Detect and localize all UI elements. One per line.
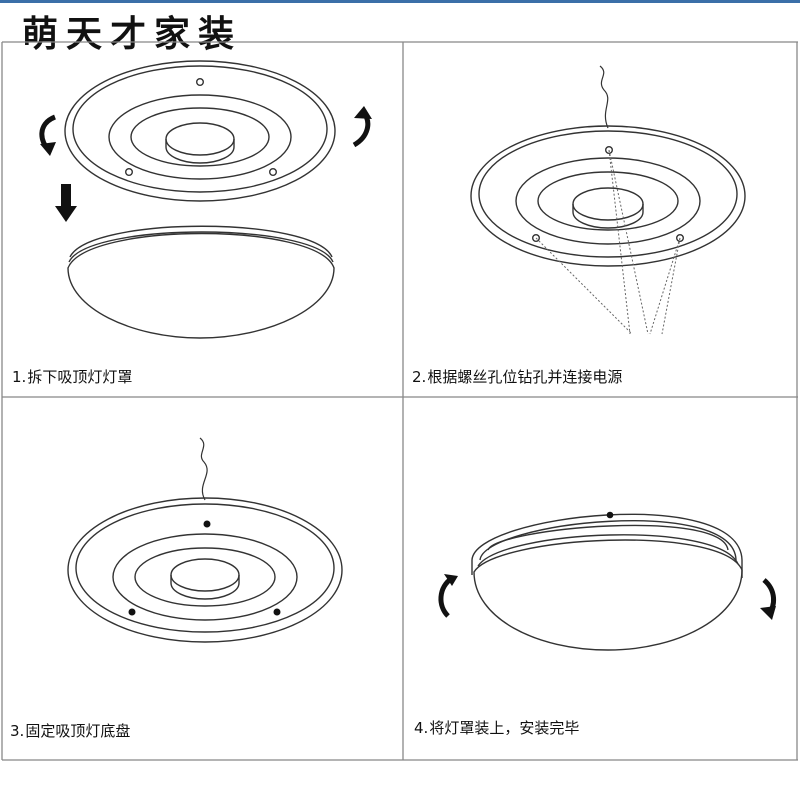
step-3-text: 固定吸顶灯底盘 xyxy=(25,722,131,740)
step-4-caption: 4.将灯罩装上，安装完毕 xyxy=(414,718,579,738)
step-2-number: 2. xyxy=(412,368,427,386)
step-2-panel: 2.根据螺丝孔位钻孔并连接电源 xyxy=(400,0,800,400)
step-4-illustration xyxy=(438,511,776,651)
step-1-caption: 1.拆下吸顶灯灯罩 xyxy=(12,367,132,387)
brand-title: 萌天才家装 xyxy=(22,13,243,55)
step-3-illustration xyxy=(67,437,343,643)
rotate-clockwise-arrow-icon xyxy=(760,578,776,620)
step-3-panel: 3.固定吸顶灯底盘 xyxy=(0,400,400,760)
step-2-illustration xyxy=(470,65,746,335)
step-4-number: 4. xyxy=(414,719,429,737)
step-1-number: 1. xyxy=(12,368,27,386)
step-1-text: 拆下吸顶灯灯罩 xyxy=(27,368,133,386)
step-3-number: 3. xyxy=(10,722,25,740)
step-2-text: 根据螺丝孔位钻孔并连接电源 xyxy=(427,368,623,386)
step-1-panel: 1.拆下吸顶灯灯罩 xyxy=(0,0,400,400)
step-4-panel: 4.将灯罩装上，安装完毕 xyxy=(400,400,800,760)
step-3-caption: 3.固定吸顶灯底盘 xyxy=(10,721,130,741)
rotate-counterclockwise-arrow-icon xyxy=(39,114,57,156)
down-arrow-icon xyxy=(55,184,77,222)
step-1-illustration xyxy=(39,60,372,339)
top-strip xyxy=(0,0,800,3)
rotate-counterclockwise-arrow-icon xyxy=(438,574,458,618)
step-2-caption: 2.根据螺丝孔位钻孔并连接电源 xyxy=(412,367,622,387)
step-4-text: 将灯罩装上，安装完毕 xyxy=(429,719,580,737)
rotate-clockwise-arrow-icon xyxy=(352,106,372,148)
